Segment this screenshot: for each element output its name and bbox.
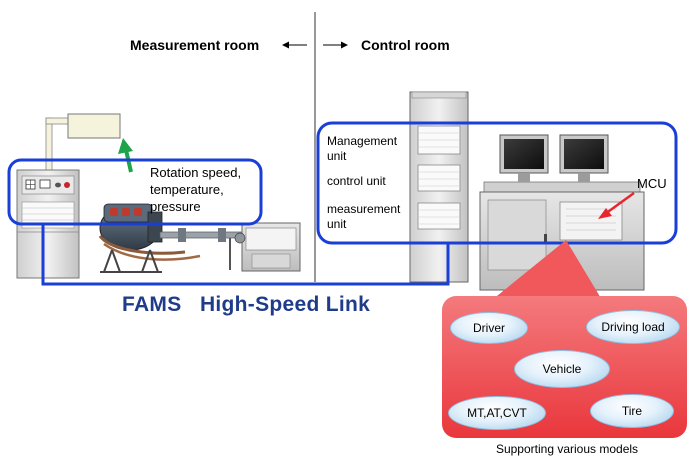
mcu-arrow [598,191,635,219]
control-rack [409,91,469,283]
models-caption: Supporting various models [495,442,639,456]
room-right-arrow [323,41,348,49]
monitor-left-icon [499,134,549,182]
room-left-arrow [282,41,307,49]
measurement-room-label: Measurement room [130,37,260,53]
management-unit-label-line2: unit [327,149,347,163]
measurement-unit-label-line1: measurement [327,202,401,216]
sensor-label-line2: temperature, [150,182,224,197]
engine-stands [100,249,162,273]
mcu-label: MCU [637,176,667,191]
measurement-unit-outline [7,158,263,226]
model-driver: Driver [450,312,528,344]
control-unit-label: control unit [327,174,386,188]
management-unit-label-line1: Management [327,134,398,148]
measurement-unit-label: measurement unit [327,202,400,232]
model-vehicle: Vehicle [514,350,610,388]
monitor-right-icon [559,134,609,182]
dynamometer-icon [234,222,301,272]
sensor-label-line1: Rotation speed, [150,165,242,180]
model-transmission: MT,AT,CVT [448,396,546,430]
models-callout-wedge [492,240,602,300]
high-speed-link-label: FAMS High-Speed Link [122,293,371,316]
model-driving-load: Driving load [586,310,680,344]
drive-shaft [159,228,243,270]
model-tire: Tire [590,394,674,428]
management-unit-label: Management unit [327,134,397,164]
control-room-label: Control room [361,37,450,53]
measurement-unit-label-line2: unit [327,217,347,231]
high-speed-link-line [41,224,450,286]
sensor-label: Rotation speed, temperature, pressure [150,164,241,215]
overhead-display-boom [45,113,121,179]
control-unit-outline [316,121,678,245]
sensor-label-line3: pressure [150,199,201,214]
measurement-up-arrow [118,138,133,173]
engine-icon [98,203,201,261]
